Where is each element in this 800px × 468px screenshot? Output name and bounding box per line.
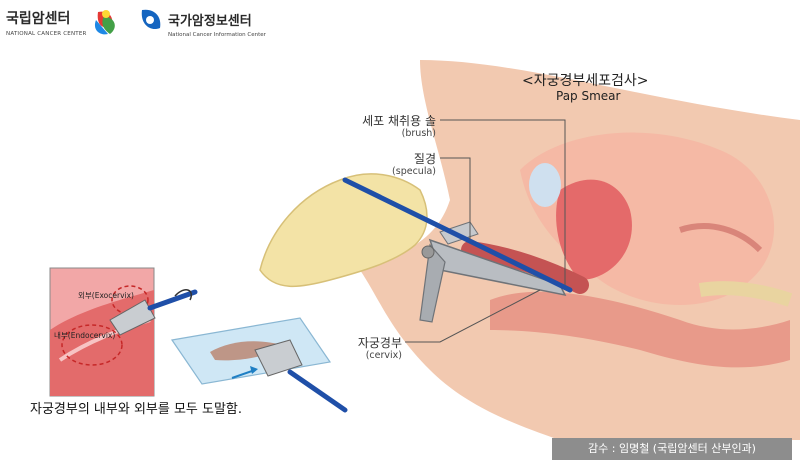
ncc-logo-icon — [94, 10, 115, 35]
brush-icon — [342, 177, 573, 293]
caption-text: 자궁경부의 내부와 외부를 모두 도말함. — [30, 402, 243, 417]
credit-badge: 감수 : 임명철 (국립암센터 산부인과) — [552, 438, 792, 460]
ncc-logo: 국립암센터 NATIONAL CANCER CENTER — [6, 6, 126, 46]
inset-label-exocervix: 외부(Exocervix) — [78, 291, 134, 300]
label-brush-en: (brush) — [401, 128, 436, 139]
uterus-icon — [556, 179, 632, 280]
label-specula-en: (specula) — [392, 166, 436, 177]
label-brush-kr: 세포 채취용 솔 — [362, 114, 436, 128]
label-cervix-en: (cervix) — [365, 350, 402, 361]
ncic-logo: 국가암정보센터 National Cancer Information Cent… — [138, 6, 298, 46]
bladder-icon — [529, 163, 561, 207]
ncc-name: 국립암센터 — [6, 11, 71, 27]
inset-label-endocervix: 내부(Endocervix) — [54, 331, 116, 340]
ncic-sub: National Cancer Information Center — [168, 32, 266, 38]
ncic-name: 국가암정보센터 — [168, 14, 252, 29]
label-cervix-kr: 자궁경부 — [357, 336, 402, 350]
ncc-sub: NATIONAL CANCER CENTER — [6, 31, 87, 37]
diagram-subtitle: Pap Smear — [556, 89, 621, 103]
rectum-icon — [490, 291, 790, 368]
diagram-title: <자궁경부세포검사> — [522, 73, 649, 89]
arrow-icon — [231, 369, 256, 379]
label-specula-kr: 질경 — [413, 152, 436, 166]
ncic-logo-icon — [141, 9, 161, 30]
